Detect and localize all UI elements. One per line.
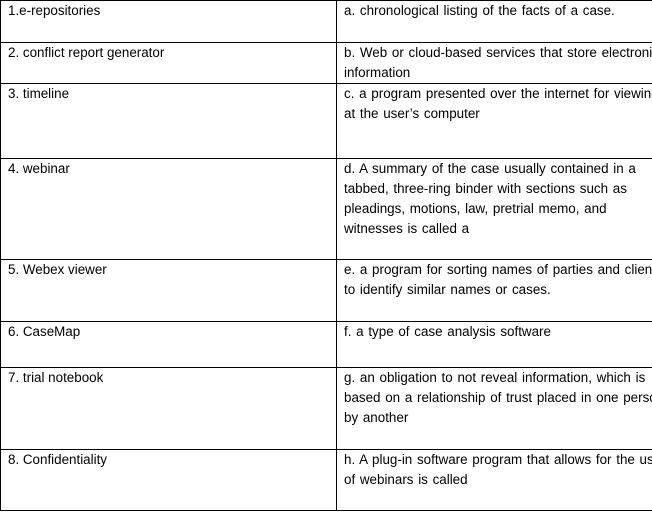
table-row: 5. Webex viewer e. a program for sorting… — [0, 259, 652, 322]
term-cell: 1.e-repositories — [0, 0, 337, 43]
term-cell: 6. CaseMap — [0, 321, 337, 368]
table-row: 2. conflict report generator b. Web or c… — [0, 42, 652, 84]
definition-cell: f. a type of case analysis software — [336, 321, 652, 368]
definition-cell: h. A plug-in software program that allow… — [336, 449, 652, 511]
term-cell: 2. conflict report generator — [0, 42, 337, 84]
definition-cell: g. an obligation to not reveal informati… — [336, 367, 652, 450]
term-cell: 4. webinar — [0, 158, 337, 260]
definition-cell: d. A summary of the case usually contain… — [336, 158, 652, 260]
table-row: 3. timeline c. a program presented over … — [0, 83, 652, 159]
definition-cell: c. a program presented over the internet… — [336, 83, 652, 159]
definition-cell: e. a program for sorting names of partie… — [336, 259, 652, 322]
term-cell: 3. timeline — [0, 83, 337, 159]
definition-cell: b. Web or cloud-based services that stor… — [336, 42, 652, 84]
term-cell: 8. Confidentiality — [0, 449, 337, 511]
term-cell: 7. trial notebook — [0, 367, 337, 450]
table-row: 6. CaseMap f. a type of case analysis so… — [0, 321, 652, 368]
definition-cell: a. chronological listing of the facts of… — [336, 0, 652, 43]
table-row: 1.e-repositories a. chronological listin… — [0, 0, 652, 43]
term-cell: 5. Webex viewer — [0, 259, 337, 322]
table-row: 8. Confidentiality h. A plug-in software… — [0, 449, 652, 511]
table-row: 7. trial notebook g. an obligation to no… — [0, 367, 652, 450]
table-row: 4. webinar d. A summary of the case usua… — [0, 158, 652, 260]
